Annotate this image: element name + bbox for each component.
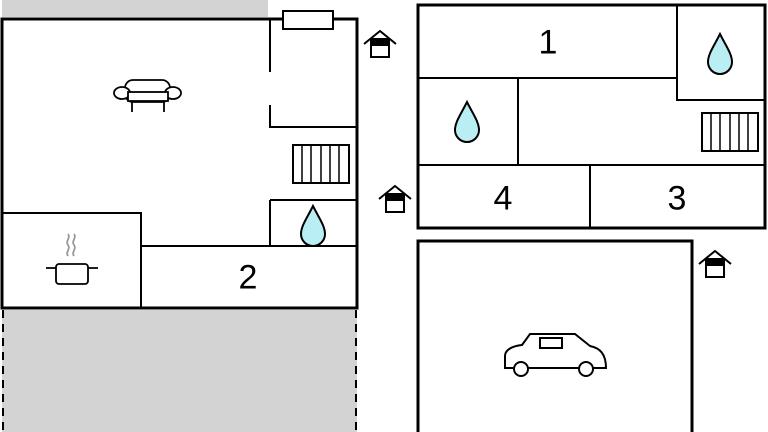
terrace-top: [2, 0, 268, 17]
cooking-pot-icon: [46, 233, 98, 285]
terrace-bottom: [2, 310, 357, 432]
window-icon: [282, 10, 334, 30]
stairs-icon: [701, 112, 759, 152]
water-drop-icon: [707, 33, 733, 75]
room-label-2: 2: [238, 258, 258, 297]
water-drop-icon: [454, 101, 480, 143]
car-icon: [504, 333, 608, 377]
room-label-3: 3: [667, 179, 687, 218]
entrance-icon: [378, 185, 412, 213]
annex-building: [416, 3, 767, 230]
garage: [416, 239, 694, 432]
main-house: [0, 17, 359, 310]
entrance-icon: [698, 250, 732, 278]
room-label-4: 4: [493, 179, 513, 218]
room-label-1: 1: [538, 23, 558, 62]
stairs-icon: [292, 144, 350, 184]
entrance-icon: [363, 30, 397, 58]
water-drop-icon: [300, 205, 326, 247]
sofa-icon: [113, 79, 182, 112]
